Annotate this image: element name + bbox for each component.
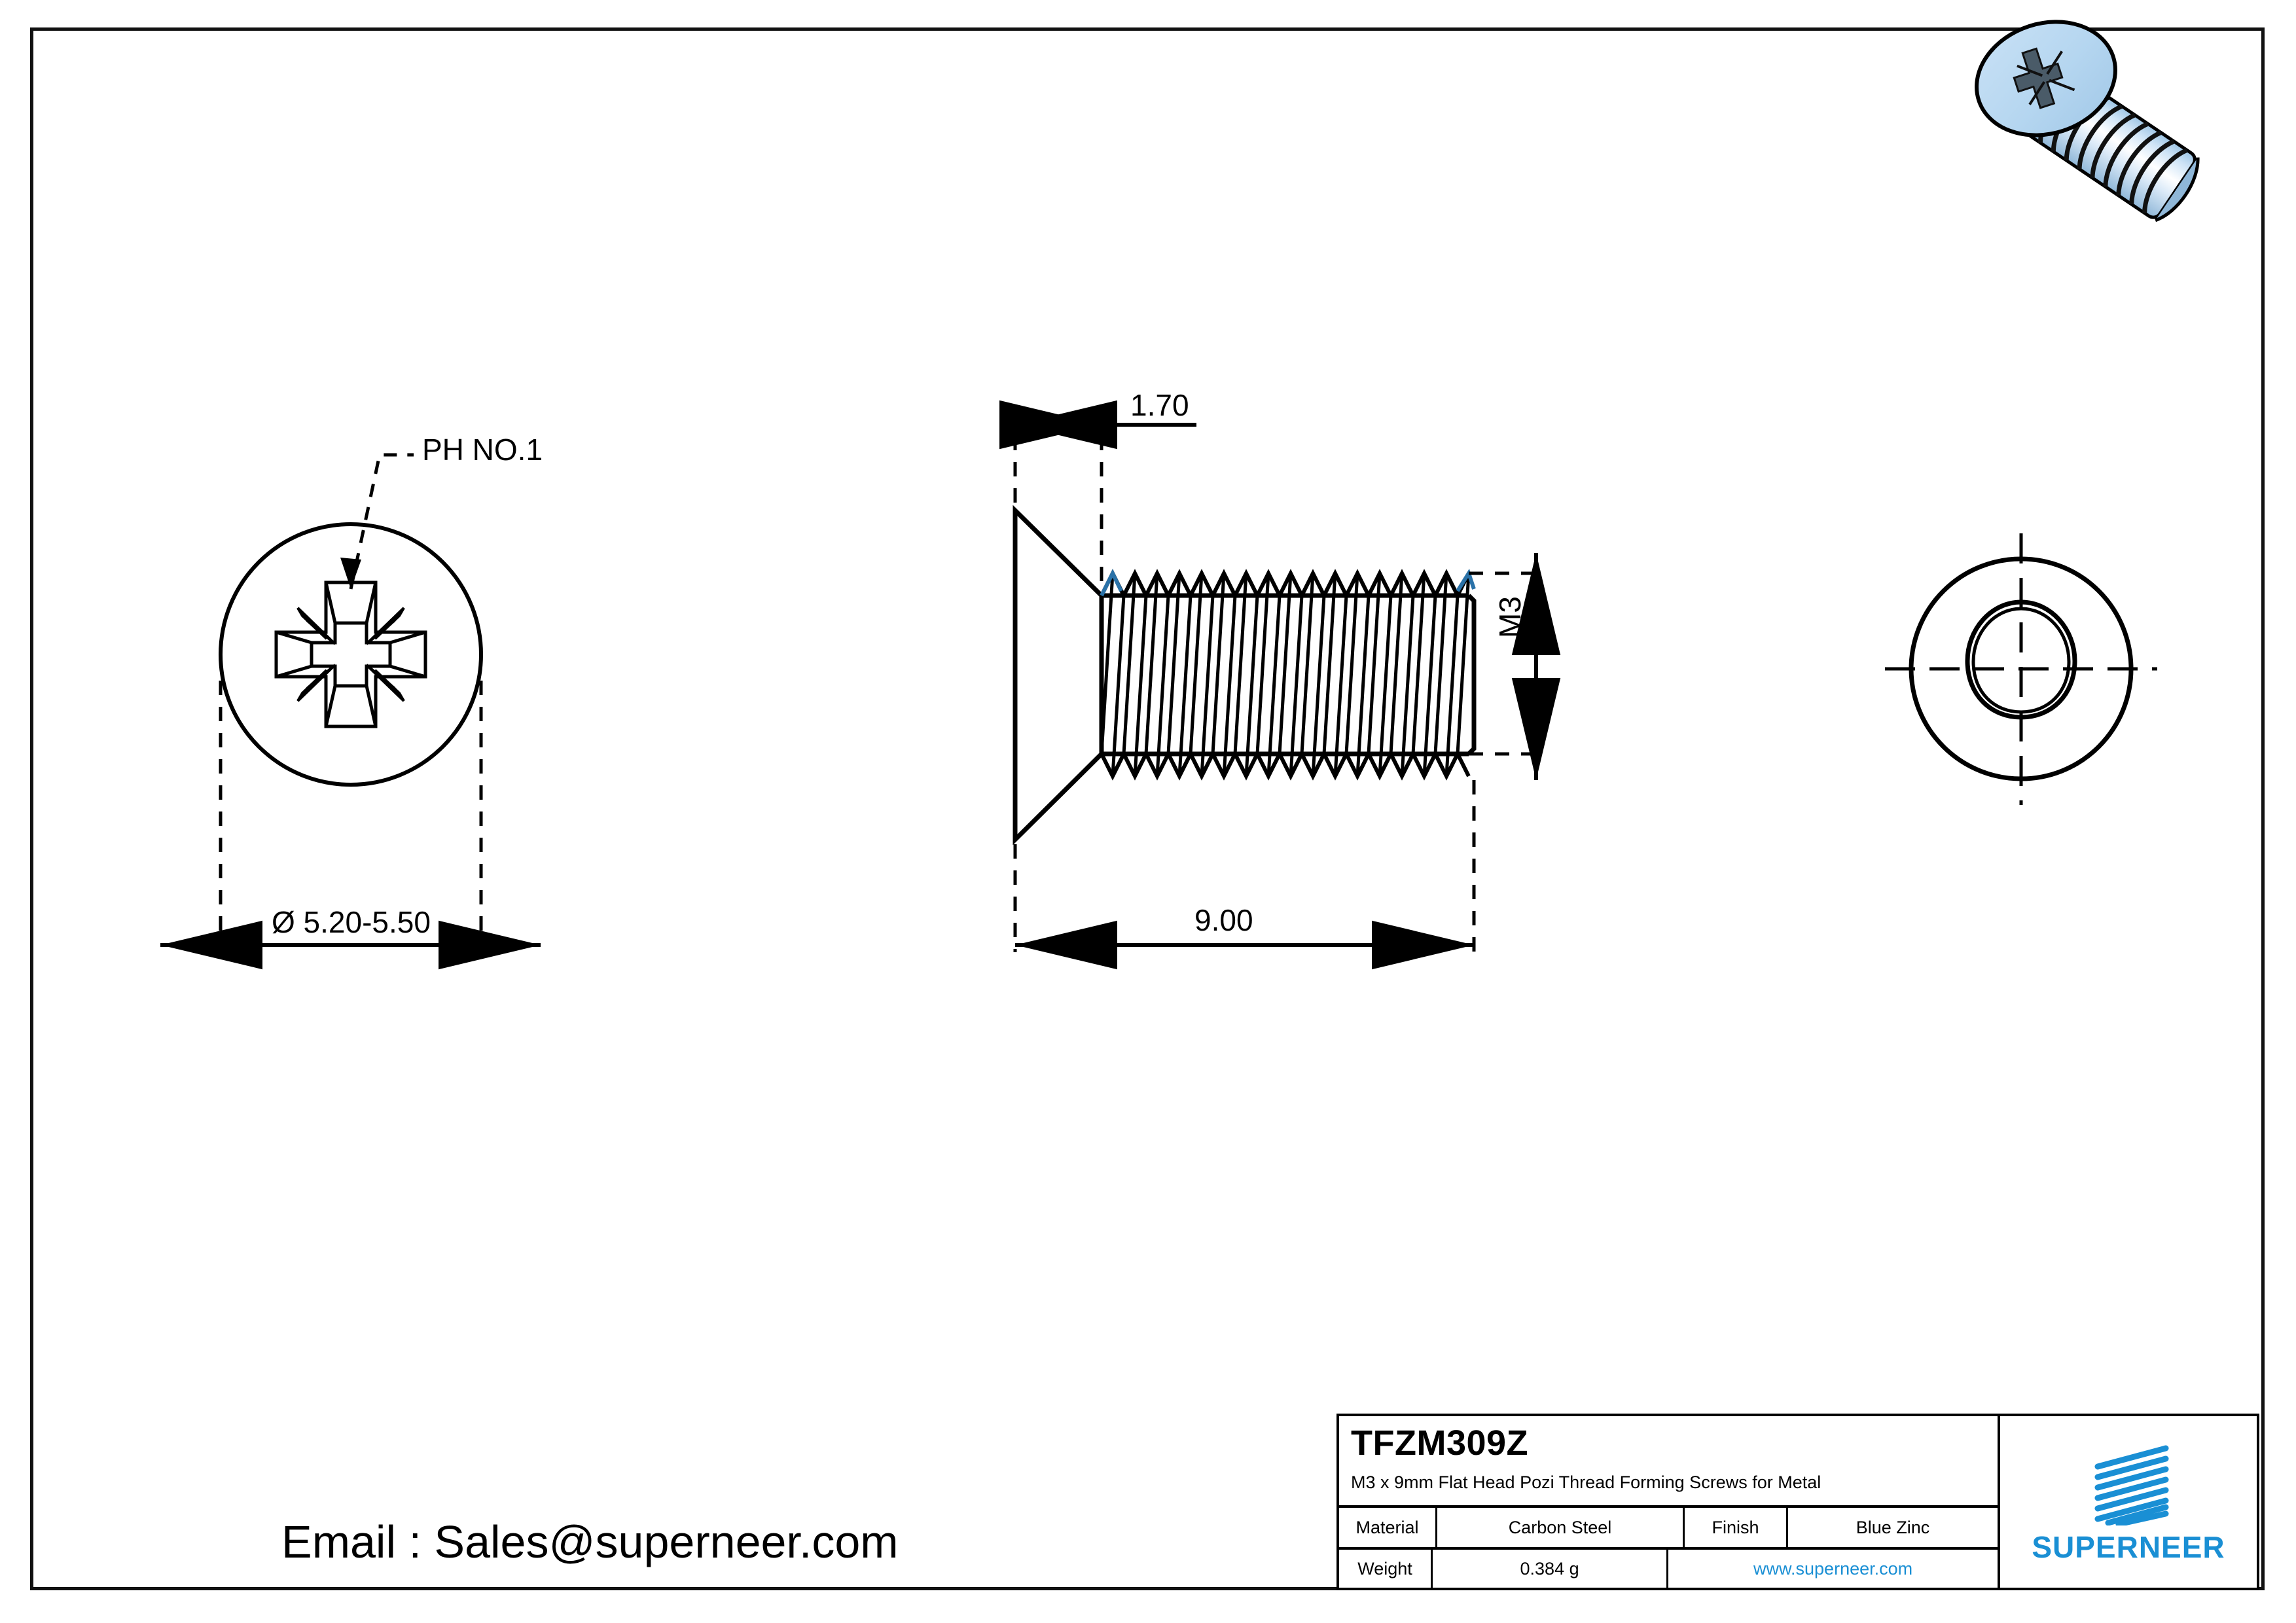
finish-label: Finish xyxy=(1685,1508,1788,1547)
finish-value: Blue Zinc xyxy=(1856,1517,1930,1537)
part-description: M3 x 9mm Flat Head Pozi Thread Forming S… xyxy=(1351,1472,1821,1492)
logo-stripes-icon xyxy=(2094,1445,2169,1525)
drawing-border-frame xyxy=(30,27,2265,1590)
title-block: TFZM309Z M3 x 9mm Flat Head Pozi Thread … xyxy=(1336,1414,2259,1590)
website-link[interactable]: www.superneer.com xyxy=(1753,1558,1913,1578)
title-block-left: TFZM309Z M3 x 9mm Flat Head Pozi Thread … xyxy=(1339,1416,2000,1588)
title-block-description-cell: TFZM309Z M3 x 9mm Flat Head Pozi Thread … xyxy=(1339,1416,1998,1508)
title-block-row-weight: Weight 0.384 g www.superneer.com xyxy=(1339,1550,1998,1588)
weight-value: 0.384 g xyxy=(1433,1550,1669,1588)
material-label: Material xyxy=(1339,1508,1437,1547)
brand-logo: SUPERNEER xyxy=(2000,1416,2257,1588)
title-block-row-material: Material Carbon Steel Finish Blue Zinc xyxy=(1339,1508,1998,1550)
weight-label: Weight xyxy=(1339,1550,1433,1588)
brand-name: SUPERNEER xyxy=(2032,1530,2225,1564)
material-value: Carbon Steel xyxy=(1437,1508,1685,1547)
part-number: TFZM309Z xyxy=(1351,1423,1529,1463)
